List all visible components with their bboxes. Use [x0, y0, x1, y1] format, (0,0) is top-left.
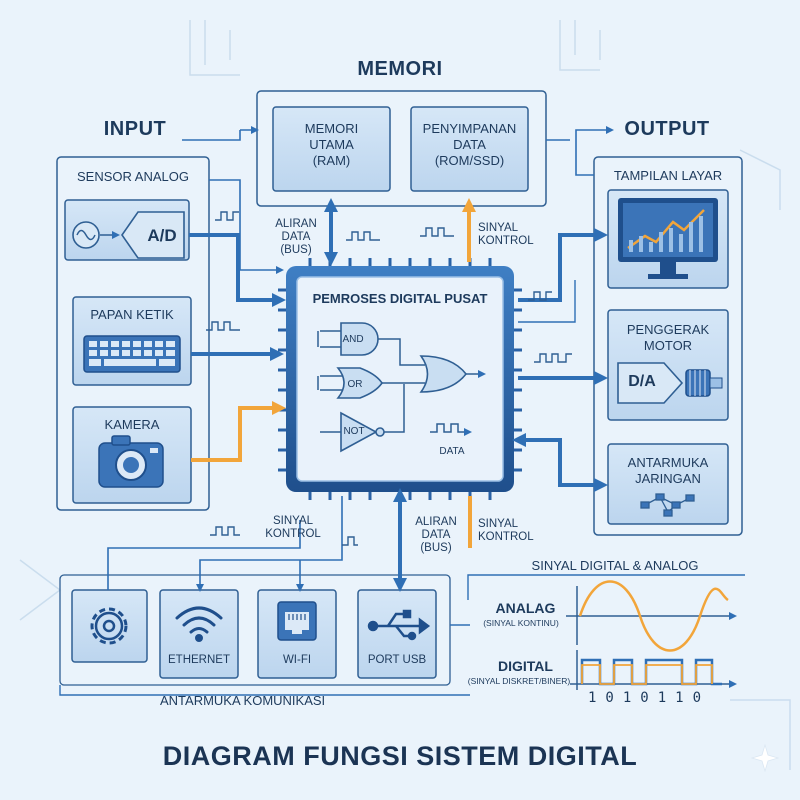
adc-to-cpu-arrow — [189, 233, 286, 307]
control-top-line2: KONTROL — [478, 235, 534, 247]
ram-label-line3: (RAM) — [312, 153, 351, 168]
screen-label: TAMPILAN LAYAR — [613, 168, 723, 183]
cpu-inner — [296, 276, 504, 482]
analog-wave — [578, 580, 729, 652]
storage-label-line2: DATA — [453, 137, 486, 152]
analog-sublabel: (SINYAL KONTINU) — [483, 618, 559, 628]
and-gate-label: AND — [342, 334, 364, 345]
comm-frame — [59, 574, 451, 686]
control-bottom-right-line1: SINYAL — [478, 518, 519, 530]
input-link-line — [209, 179, 284, 274]
storage-label: PENYIMPANAN DATA (ROM/SSD) — [411, 121, 528, 169]
control-top-line1: SINYAL — [478, 222, 519, 234]
control-bottom-right-line2: KONTROL — [478, 531, 534, 543]
not-gate-label: NOT — [343, 426, 365, 437]
network-label-line2: JARINGAN — [635, 471, 701, 486]
dac-block — [617, 362, 684, 404]
motor-label-line1: PENGGERAK — [626, 322, 710, 337]
network-label: ANTARMUKA JARINGAN — [608, 455, 728, 487]
input-section-label: INPUT — [103, 118, 167, 140]
comm-label: ANTARMUKA KOMUNIKASI — [160, 693, 326, 708]
data-pulse — [430, 423, 472, 436]
motor-label-line2: MOTOR — [643, 338, 693, 353]
control-top-label: SINYAL KONTROL — [478, 222, 540, 248]
keyboard-label: PAPAN KETIK — [90, 307, 174, 322]
wifi-icon — [175, 606, 223, 642]
or-gate-label: OR — [347, 379, 363, 390]
digital-axis — [570, 650, 735, 690]
bus-bottom-line2: DATA — [421, 529, 451, 541]
ethernet-port-icon — [277, 601, 317, 641]
sensor-label: SENSOR ANALOG — [77, 169, 189, 184]
bus-bottom-line3: (BUS) — [420, 542, 452, 554]
camera-label: KAMERA — [104, 417, 160, 432]
settings-box — [71, 589, 148, 663]
bus-bottom-line1: ALIRAN — [415, 516, 457, 528]
output-link-line — [575, 126, 614, 176]
analog-axis — [566, 586, 735, 645]
control-bottom-left-label: SINYAL KONTROL — [262, 515, 324, 541]
digital-bits: 1010110 — [588, 690, 711, 706]
storage-box — [410, 106, 529, 192]
legend-line — [467, 574, 745, 600]
network-label-line1: ANTARMUKA — [627, 455, 709, 470]
ram-box — [272, 106, 391, 192]
digital-wave — [580, 658, 722, 686]
cpu-network-arrow — [512, 433, 608, 492]
analog-label: ANALAG — [495, 600, 556, 616]
ram-label: MEMORI UTAMA (RAM) — [273, 121, 390, 169]
storage-label-line1: PENYIMPANAN — [422, 121, 517, 136]
usb-label: PORT USB — [367, 654, 427, 666]
control-bottom-left-line2: KONTROL — [265, 528, 321, 540]
network-icon — [640, 493, 695, 517]
cpu-to-screen-arrow — [518, 228, 608, 302]
bus-top-line2: DATA — [281, 231, 311, 243]
ram-label-line2: UTAMA — [309, 137, 354, 152]
camera-to-cpu-arrow — [191, 401, 286, 462]
keyboard-icon — [83, 335, 181, 373]
dac-label: D/A — [628, 373, 656, 390]
sparkle-icon — [750, 743, 780, 773]
diagram-title: DIAGRAM FUNGSI SISTEM DIGITAL — [162, 741, 638, 771]
usb-icon — [367, 609, 431, 641]
logic-gates — [336, 322, 468, 453]
gate-wires — [317, 330, 486, 433]
wifi-label: WI-FI — [282, 654, 312, 666]
control-bottom-left-line1: SINYAL — [272, 515, 314, 527]
output-frame — [593, 156, 743, 536]
control-line-bottom-left — [196, 496, 343, 592]
or-gate — [336, 367, 383, 399]
control-bottom-right-label: SINYAL KONTROL — [478, 518, 540, 544]
background-circuit-lines — [19, 20, 791, 770]
storage-label-line3: (ROM/SSD) — [434, 153, 505, 168]
xor-gate — [419, 355, 468, 393]
bus-bottom-label: ALIRAN DATA (BUS) — [408, 516, 464, 555]
input-frame — [56, 156, 210, 511]
gear-icon — [90, 607, 128, 645]
camera-icon — [98, 435, 164, 488]
network-box — [607, 443, 729, 525]
memory-frame — [256, 90, 547, 207]
and-gate — [340, 322, 379, 356]
memory-section-label: MEMORI — [357, 58, 443, 80]
digital-label: DIGITAL — [498, 658, 553, 674]
bus-top-line1: ALIRAN — [275, 218, 317, 230]
ethernet-label: ETHERNET — [168, 654, 230, 666]
data-label: DATA — [439, 446, 465, 457]
motor-icon — [685, 369, 723, 397]
legend-title: SINYAL DIGITAL & ANALOG — [520, 558, 710, 574]
monitor-icon — [618, 198, 718, 279]
bus-top-line3: (BUS) — [280, 244, 312, 256]
cpu-title: PEMROSES DIGITAL PUSAT — [312, 291, 488, 306]
ram-label-line1: MEMORI — [304, 121, 359, 136]
output-section-label: OUTPUT — [624, 118, 710, 140]
adc-label: A/D — [147, 226, 177, 245]
motor-label: PENGGERAK MOTOR — [608, 322, 728, 354]
bus-top-label: ALIRAN DATA (BUS) — [268, 218, 324, 257]
adc-block — [121, 211, 185, 259]
digital-sublabel: (SINYAL DISKRET/BINER) — [467, 676, 571, 686]
